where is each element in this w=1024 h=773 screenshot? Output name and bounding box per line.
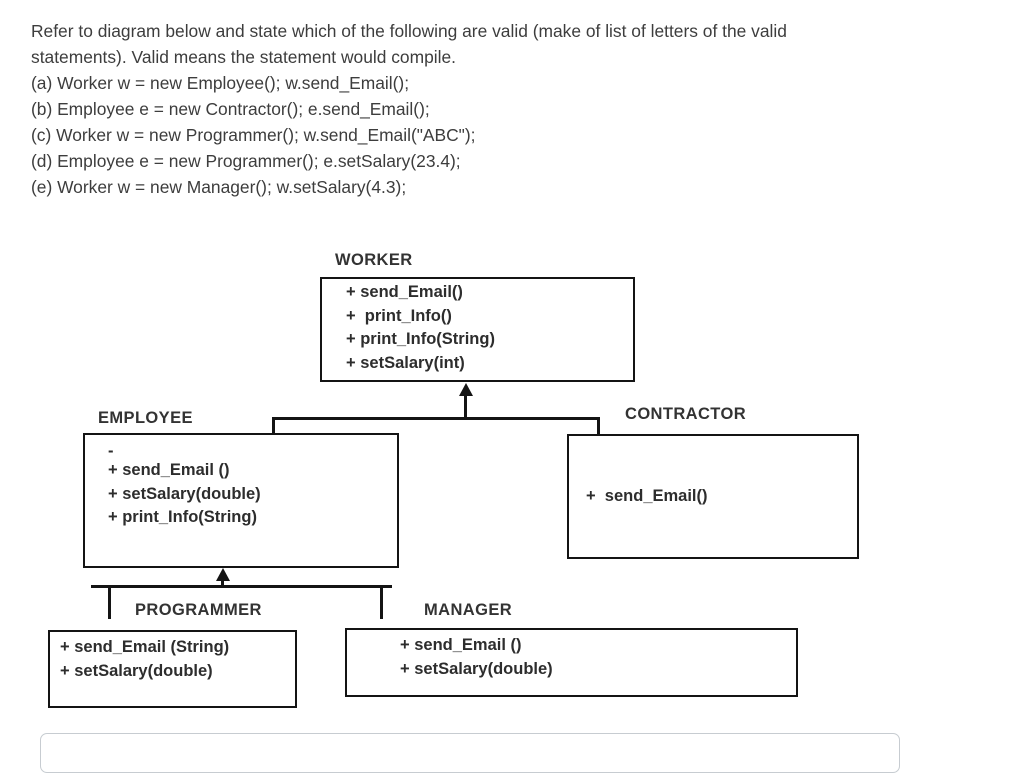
member-worker-1: + print_Info() bbox=[346, 306, 452, 325]
uml-class-diagram: WORKER + send_Email() + print_Info() + p… bbox=[48, 251, 859, 708]
connector-bus-worker bbox=[272, 417, 600, 420]
member-worker-3: + setSalary(int) bbox=[346, 353, 465, 372]
class-members-worker: + send_Email() + print_Info() + print_In… bbox=[346, 281, 631, 375]
class-box-employee bbox=[83, 433, 399, 568]
member-employee-0: - bbox=[108, 442, 114, 460]
answer-input[interactable] bbox=[40, 733, 900, 773]
class-members-programmer: + send_Email (String) + setSalary(double… bbox=[60, 636, 295, 683]
member-manager-1: + setSalary(double) bbox=[400, 659, 553, 678]
connector-drop-programmer bbox=[108, 585, 111, 619]
statement-c: (c) Worker w = new Programmer(); w.send_… bbox=[31, 125, 476, 145]
question-intro: Refer to diagram below and state which o… bbox=[31, 21, 787, 67]
class-title-worker: WORKER bbox=[335, 251, 413, 269]
class-box-contractor bbox=[567, 434, 859, 559]
connector-drop-employee bbox=[272, 417, 275, 433]
inheritance-arrow-icon-employee bbox=[216, 568, 230, 581]
member-employee-2: + setSalary(double) bbox=[108, 484, 261, 503]
class-members-contractor: + send_Email() bbox=[586, 485, 851, 509]
member-programmer-0: + send_Email (String) bbox=[60, 638, 230, 656]
inheritance-arrow-icon-worker bbox=[459, 383, 473, 396]
member-programmer-1: + setSalary(double) bbox=[60, 661, 213, 680]
member-employee-1: + send_Email () bbox=[108, 461, 230, 479]
statement-e: (e) Worker w = new Manager(); w.setSalar… bbox=[31, 177, 407, 197]
connector-stem-employee bbox=[221, 580, 224, 587]
class-title-contractor: CONTRACTOR bbox=[625, 405, 747, 423]
connector-stem-worker bbox=[464, 395, 467, 419]
member-worker-2: + print_Info(String) bbox=[346, 330, 495, 348]
class-members-employee: - + send_Email () + setSalary(double) + … bbox=[108, 443, 393, 530]
statement-d: (d) Employee e = new Programmer(); e.set… bbox=[31, 151, 461, 171]
class-title-employee: EMPLOYEE bbox=[98, 409, 193, 427]
connector-bus-employee bbox=[91, 585, 392, 588]
member-worker-0: + send_Email() bbox=[346, 283, 463, 301]
class-box-worker bbox=[320, 277, 635, 382]
class-title-manager: MANAGER bbox=[424, 601, 513, 619]
connector-drop-contractor bbox=[597, 417, 600, 434]
question-block: Refer to diagram below and state which o… bbox=[31, 18, 881, 200]
class-members-manager: + send_Email () + setSalary(double) bbox=[400, 634, 790, 681]
statement-b: (b) Employee e = new Contractor(); e.sen… bbox=[31, 99, 430, 119]
class-title-programmer: PROGRAMMER bbox=[135, 601, 262, 619]
member-employee-3: + print_Info(String) bbox=[108, 508, 257, 526]
class-box-programmer bbox=[48, 630, 297, 708]
class-box-manager bbox=[345, 628, 798, 697]
member-manager-0: + send_Email () bbox=[400, 636, 522, 654]
member-contractor-0: + send_Email() bbox=[586, 487, 708, 505]
statement-a: (a) Worker w = new Employee(); w.send_Em… bbox=[31, 73, 410, 93]
connector-drop-manager bbox=[380, 585, 383, 619]
